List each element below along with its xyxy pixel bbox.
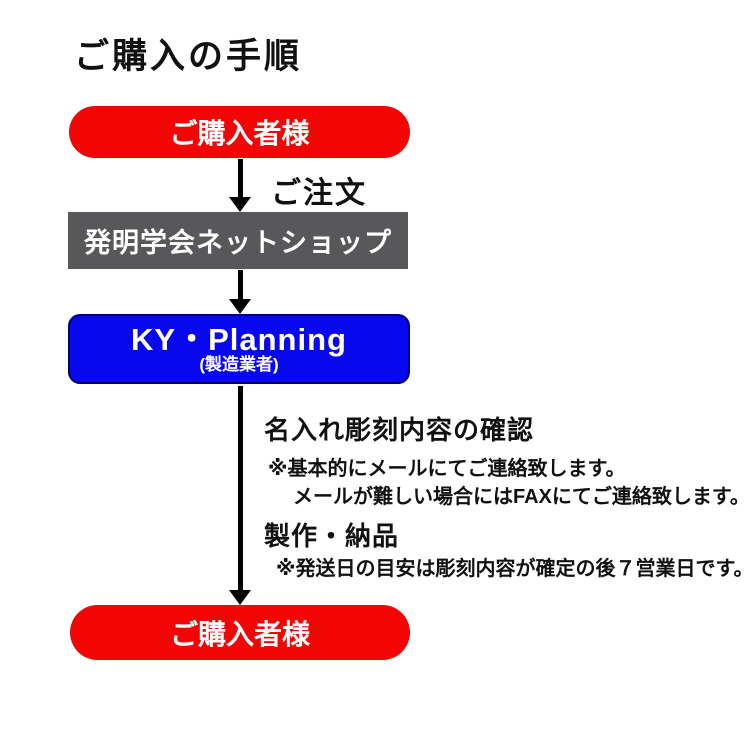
flow-node-ky-planning-label: KY・Planning bbox=[131, 321, 347, 357]
flow-node-buyer-bottom-label: ご購入者様 bbox=[169, 618, 310, 650]
flow-node-buyer-bottom: ご購入者様 bbox=[70, 605, 410, 660]
flow-node-shop: 発明学会ネットショップ bbox=[68, 212, 408, 269]
arrow-down-icon bbox=[229, 386, 251, 605]
arrow-down-icon bbox=[229, 270, 251, 314]
step-note-contact-by-email: ※基本的にメールにてご連絡致します。 bbox=[268, 458, 626, 480]
flow-node-ky-planning: KY・Planning (製造業者) bbox=[68, 314, 410, 384]
flow-node-shop-label: 発明学会ネットショップ bbox=[84, 228, 392, 258]
step-heading-engraving-confirmation: 名入れ彫刻内容の確認 bbox=[264, 415, 535, 445]
arrow-shaft bbox=[237, 159, 243, 197]
arrow-down-icon bbox=[229, 159, 251, 212]
arrow-shaft bbox=[237, 270, 243, 299]
step-note-shipping-estimate: ※発送日の目安は彫刻内容が確定の後７営業日です。 bbox=[276, 558, 750, 580]
edge-label-order: ご注文 bbox=[271, 177, 367, 210]
step-note-contact-by-fax: メールが難しい場合にはFAXにてご連絡致します。 bbox=[293, 486, 750, 508]
arrow-head-icon bbox=[229, 299, 251, 314]
flow-node-buyer-top: ご購入者様 bbox=[69, 106, 410, 158]
flow-node-ky-planning-sublabel: (製造業者) bbox=[199, 355, 279, 375]
flow-node-buyer-top-label: ご購入者様 bbox=[169, 118, 310, 149]
page-title: ご購入の手順 bbox=[74, 37, 303, 76]
arrow-head-icon bbox=[229, 197, 251, 212]
step-heading-production-delivery: 製作・納品 bbox=[264, 521, 400, 551]
arrow-shaft bbox=[237, 386, 243, 590]
arrow-head-icon bbox=[229, 590, 251, 605]
